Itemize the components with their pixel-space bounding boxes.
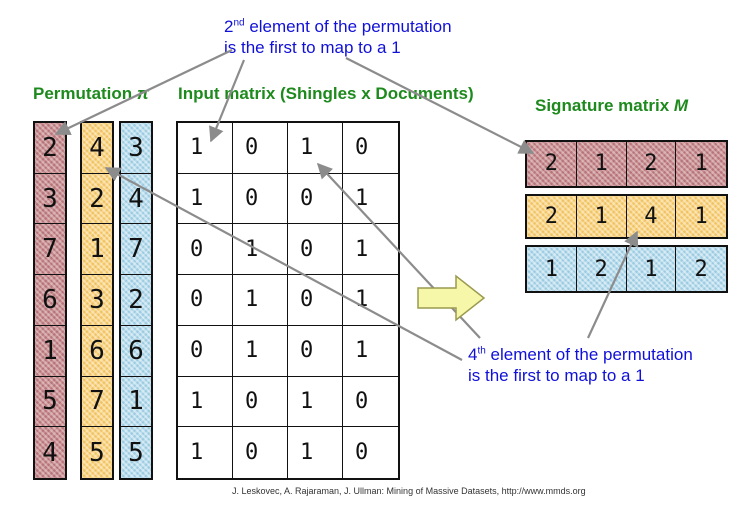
input-matrix-cell: 1 [343,224,398,276]
signature-cell: 1 [627,247,677,291]
input-matrix-cell: 1 [288,123,343,174]
input-matrix-cell: 0 [288,224,343,276]
permutation-cell: 1 [35,326,65,377]
permutation-cell: 4 [82,123,112,174]
input-matrix-cell: 0 [288,275,343,326]
input-matrix-cell: 0 [178,325,233,377]
input-matrix-cell: 0 [233,173,288,225]
input-matrix-cell: 0 [343,377,398,428]
input-matrix-cell: 1 [233,275,288,326]
permutation-cell: 6 [35,275,65,326]
signature-cell: 1 [577,142,627,186]
permutation-cell: 6 [82,326,112,377]
bottom-callout: 4th element of the permutation is the fi… [468,344,693,386]
input-matrix-cell: 0 [288,325,343,377]
permutation-cell: 5 [89,437,105,468]
permutation-cell: 7 [121,224,151,276]
input-matrix-cell: 0 [178,224,233,276]
input-matrix-cell: 0 [233,427,288,478]
input-matrix-cell: 1 [343,275,398,326]
top-callout: 2nd element of the permutation is the fi… [224,16,452,58]
citation-footer: J. Leskovec, A. Rajaraman, J. Ullman: Mi… [232,486,586,496]
input-matrix-cell: 1 [343,174,398,225]
input-matrix-heading: Input matrix (Shingles x Documents) [178,84,474,103]
input-matrix-cell: 1 [178,173,233,225]
signature-cell: 2 [527,195,577,238]
permutation-cell: 3 [121,123,151,174]
permutation-cell: 3 [35,174,65,225]
input-matrix-cell: 0 [233,376,288,428]
signature-cell: 1 [577,195,627,238]
permutation-cell: 7 [82,377,112,428]
signature-row-gap [525,187,728,194]
top-callout-line1: 2nd element of the permutation [224,17,452,36]
input-matrix-cell: 1 [178,427,233,478]
permutation-cell: 2 [82,174,112,225]
bottom-callout-line1: 4th element of the permutation [468,345,693,364]
signature-cell: 2 [694,256,708,282]
input-matrix-cell: 1 [343,326,398,377]
bottom-callout-line2: is the first to map to a 1 [468,366,645,385]
top-callout-line2: is the first to map to a 1 [224,38,401,57]
signature-cell: 4 [627,195,677,238]
signature-row-gap [525,239,728,246]
input-matrix-cell: 1 [233,224,288,276]
permutation-cell: 5 [128,437,144,468]
signature-cell: 1 [694,151,708,177]
input-matrix-cell: 1 [233,325,288,377]
signature-cell: 2 [577,247,627,291]
signature-cell: 2 [527,142,577,186]
input-matrix-cell: 0 [233,123,288,174]
signature-cell: 2 [627,142,677,186]
permutation-cell: 3 [82,275,112,326]
input-matrix-cell: 1 [178,376,233,428]
input-matrix-cell: 0 [178,275,233,326]
block-arrow-icon [417,274,486,322]
signature-cell: 1 [527,247,577,291]
permutation-cell: 7 [35,224,65,276]
permutation-cell: 1 [121,377,151,428]
permutation-cell: 5 [35,377,65,428]
permutation-cell: 2 [35,123,65,174]
permutation-cell: 4 [121,174,151,225]
signature-cell: 1 [694,203,708,229]
input-matrix-cell: 0 [288,173,343,225]
permutation-heading: Permutation π [33,84,150,103]
permutation-cell: 2 [121,275,151,326]
permutation-cell: 1 [82,224,112,276]
input-matrix-cell: 0 [343,123,398,174]
input-matrix-cell: 1 [178,123,233,174]
permutation-cell: 6 [121,326,151,377]
signature-matrix-heading: Signature matrix M [535,96,689,115]
input-matrix-cell: 1 [288,427,343,478]
input-matrix-cell: 0 [355,440,369,466]
input-matrix-cell: 1 [288,376,343,428]
permutation-cell: 4 [42,437,58,468]
